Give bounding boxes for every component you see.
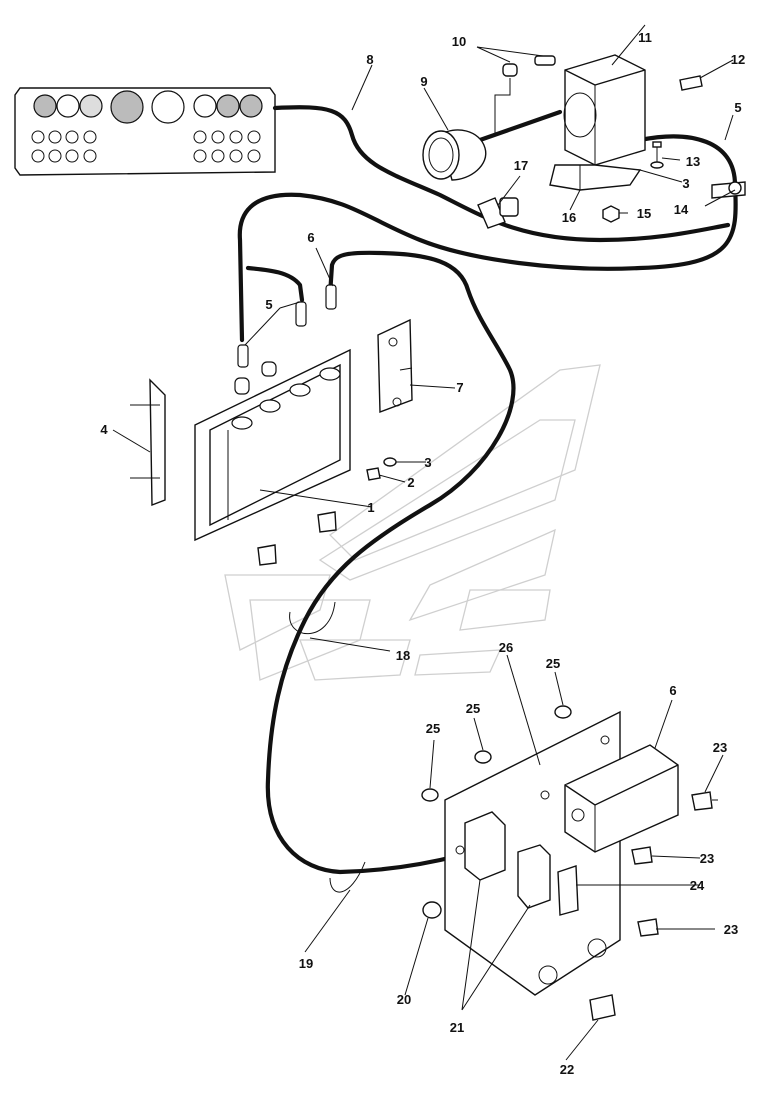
callout-4: 4 (100, 422, 108, 437)
callout-20: 20 (397, 992, 411, 1007)
callout-10: 10 (452, 34, 466, 49)
callout-16: 16 (562, 210, 576, 225)
callout-5: 5 (265, 297, 272, 312)
callout-24: 24 (690, 878, 705, 893)
callout-22: 22 (560, 1062, 574, 1077)
bulb (494, 55, 556, 135)
callout-25-b: 25 (466, 701, 480, 716)
callout-9: 9 (420, 74, 427, 89)
callout-12: 12 (731, 52, 745, 67)
callout-23-b: 23 (700, 851, 714, 866)
cable-tie (289, 601, 366, 893)
bracket (130, 378, 166, 507)
callout-25-a: 25 (426, 721, 440, 736)
screw (679, 75, 703, 91)
mounting-plate (377, 318, 413, 414)
callout-13: 13 (686, 154, 700, 169)
cable-clamp (711, 181, 746, 199)
watermark-logo (224, 364, 601, 681)
fastener (257, 457, 397, 566)
gauge-mount (549, 54, 646, 191)
base-plate (444, 710, 679, 996)
callout-23-c: 23 (724, 922, 738, 937)
switch (477, 197, 519, 229)
callout-25-c: 25 (546, 656, 560, 671)
callout-19: 19 (299, 956, 313, 971)
callout-labels: 1 2 3 3 4 5 5 6 6 7 8 9 10 11 12 13 14 1… (100, 30, 745, 1077)
callout-3-top: 3 (682, 176, 689, 191)
callout-1: 1 (367, 500, 374, 515)
callout-8: 8 (366, 52, 373, 67)
callout-26: 26 (499, 640, 513, 655)
callout-2: 2 (407, 475, 414, 490)
cable-harness (237, 105, 738, 875)
callout-23-a: 23 (713, 740, 727, 755)
callout-7: 7 (456, 380, 463, 395)
callout-6-lower: 6 (669, 683, 676, 698)
control-module (194, 284, 351, 542)
nut (602, 205, 620, 223)
gauge (422, 129, 487, 181)
callout-11: 11 (638, 30, 652, 45)
callout-18: 18 (396, 648, 410, 663)
callout-3: 3 (424, 455, 431, 470)
callout-17: 17 (514, 158, 528, 173)
callout-6: 6 (307, 230, 314, 245)
callout-14: 14 (674, 202, 689, 217)
leader-lines (112, 24, 736, 1061)
callout-5-top: 5 (734, 100, 741, 115)
callout-21: 21 (450, 1020, 464, 1035)
instrument-panel (14, 87, 276, 176)
callout-15: 15 (637, 206, 651, 221)
bolt (650, 141, 664, 169)
lower-fasteners (421, 705, 713, 1021)
